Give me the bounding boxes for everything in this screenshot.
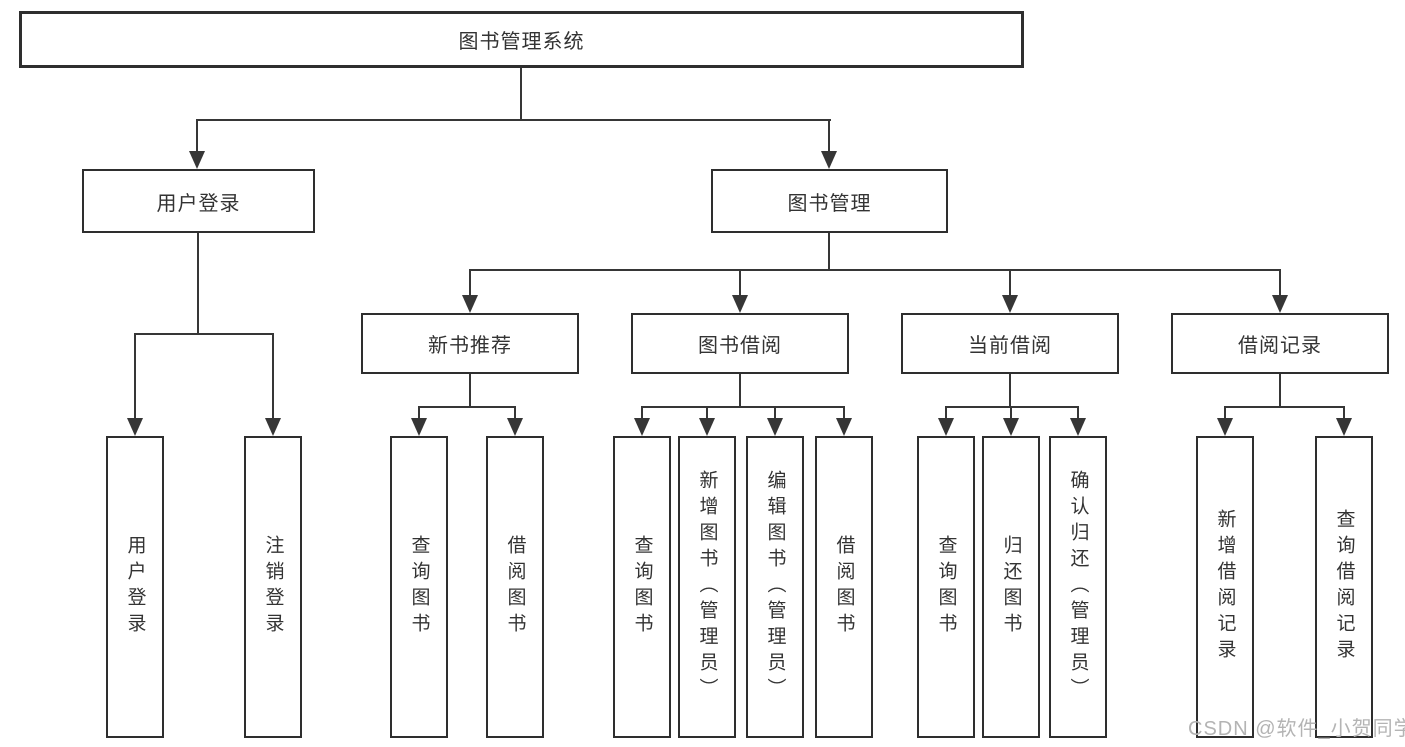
leaf-edit-books-admin: 编辑图书（管理员） bbox=[746, 436, 804, 738]
connector-drop-leaf-user-login bbox=[134, 333, 136, 419]
connector-drop bbox=[1224, 406, 1226, 420]
arrow-down-icon bbox=[1070, 418, 1086, 436]
arrow-down-icon bbox=[507, 418, 523, 436]
connector-new-book-split bbox=[418, 406, 516, 408]
arrow-down-icon bbox=[732, 295, 748, 313]
arrow-down-icon bbox=[265, 418, 281, 436]
arrow-down-icon bbox=[1272, 295, 1288, 313]
connector-drop bbox=[774, 406, 776, 420]
connector-drop-new-book bbox=[469, 269, 471, 297]
connector-drop-user-login bbox=[196, 119, 198, 153]
connector-drop-book-mgmt bbox=[828, 119, 830, 153]
connector-drop bbox=[418, 406, 420, 420]
node-book-mgmt: 图书管理 bbox=[711, 169, 948, 233]
node-new-book-recommend: 新书推荐 bbox=[361, 313, 579, 374]
connector-level1-split bbox=[197, 119, 831, 121]
arrow-down-icon bbox=[767, 418, 783, 436]
connector-drop bbox=[706, 406, 708, 420]
node-current-borrow: 当前借阅 bbox=[901, 313, 1119, 374]
leaf-borrow-books: 借阅图书 bbox=[486, 436, 544, 738]
connector-level3-split bbox=[469, 269, 1280, 271]
arrow-down-icon bbox=[1002, 295, 1018, 313]
arrow-down-icon bbox=[1336, 418, 1352, 436]
connector-drop-current-borrow bbox=[1009, 269, 1011, 297]
connector-book-mgmt-stem bbox=[828, 233, 830, 270]
arrow-down-icon bbox=[411, 418, 427, 436]
connector-drop-leaf-logout bbox=[272, 333, 274, 419]
arrow-down-icon bbox=[634, 418, 650, 436]
arrow-down-icon bbox=[462, 295, 478, 313]
connector-borrow-records-split bbox=[1224, 406, 1345, 408]
connector-user-login-split bbox=[134, 333, 273, 335]
leaf-return-books: 归还图书 bbox=[982, 436, 1040, 738]
connector-drop bbox=[1343, 406, 1345, 420]
connector-drop bbox=[1010, 406, 1012, 420]
arrow-down-icon bbox=[821, 151, 837, 169]
leaf-add-borrow-record: 新增借阅记录 bbox=[1196, 436, 1254, 738]
node-book-borrow: 图书借阅 bbox=[631, 313, 849, 374]
leaf-query-books: 查询图书 bbox=[390, 436, 448, 738]
arrow-down-icon bbox=[1003, 418, 1019, 436]
connector-root-stem bbox=[520, 68, 522, 120]
connector-user-login-stem bbox=[197, 233, 199, 334]
connector-drop bbox=[641, 406, 643, 420]
leaf-confirm-return-admin: 确认归还（管理员） bbox=[1049, 436, 1107, 738]
arrow-down-icon bbox=[699, 418, 715, 436]
leaf-query-books-2: 查询图书 bbox=[613, 436, 671, 738]
connector-book-borrow-split bbox=[641, 406, 845, 408]
connector-current-borrow-stem bbox=[1009, 374, 1011, 408]
connector-current-borrow-split bbox=[945, 406, 1079, 408]
connector-drop-borrow-records bbox=[1279, 269, 1281, 297]
arrow-down-icon bbox=[127, 418, 143, 436]
connector-drop bbox=[1077, 406, 1079, 420]
connector-drop bbox=[945, 406, 947, 420]
leaf-user-login: 用户登录 bbox=[106, 436, 164, 738]
node-user-login: 用户登录 bbox=[82, 169, 315, 233]
arrow-down-icon bbox=[1217, 418, 1233, 436]
csdn-watermark: CSDN @软件_小贺同学 bbox=[1188, 718, 1405, 740]
connector-drop bbox=[514, 406, 516, 420]
leaf-query-borrow-record: 查询借阅记录 bbox=[1315, 436, 1373, 738]
arrow-down-icon bbox=[189, 151, 205, 169]
leaf-query-books-3: 查询图书 bbox=[917, 436, 975, 738]
connector-drop-book-borrow bbox=[739, 269, 741, 297]
leaf-add-books-admin: 新增图书（管理员） bbox=[678, 436, 736, 738]
leaf-borrow-books-2: 借阅图书 bbox=[815, 436, 873, 738]
connector-borrow-records-stem bbox=[1279, 374, 1281, 408]
connector-book-borrow-stem bbox=[739, 374, 741, 408]
node-root-system: 图书管理系统 bbox=[19, 11, 1024, 68]
arrow-down-icon bbox=[836, 418, 852, 436]
connector-new-book-stem bbox=[469, 374, 471, 408]
connector-drop bbox=[843, 406, 845, 420]
arrow-down-icon bbox=[938, 418, 954, 436]
node-borrow-records: 借阅记录 bbox=[1171, 313, 1389, 374]
leaf-logout-login: 注销登录 bbox=[244, 436, 302, 738]
